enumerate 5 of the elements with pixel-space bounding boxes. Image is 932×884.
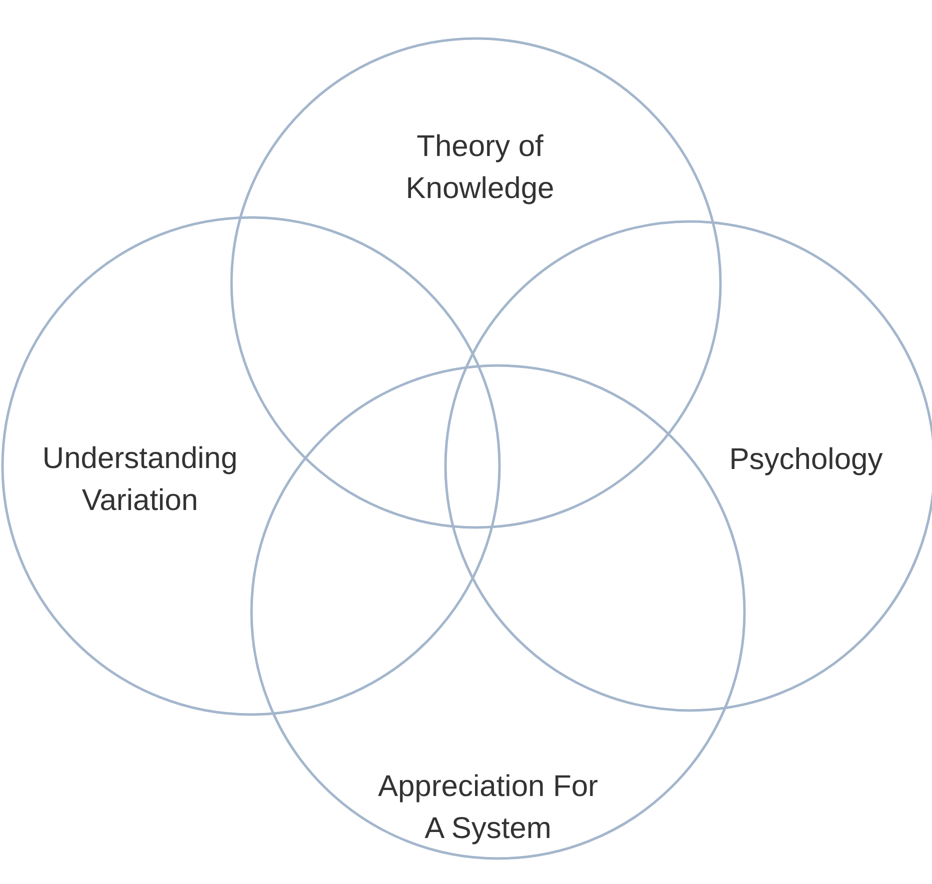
- circle-label: Appreciation For A System: [376, 769, 600, 847]
- circle-label: Understanding Variation: [41, 441, 239, 519]
- venn-circle: [1, 216, 501, 716]
- circle-label: Psychology: [729, 442, 883, 478]
- circle-label: Theory of Knowledge: [404, 129, 556, 207]
